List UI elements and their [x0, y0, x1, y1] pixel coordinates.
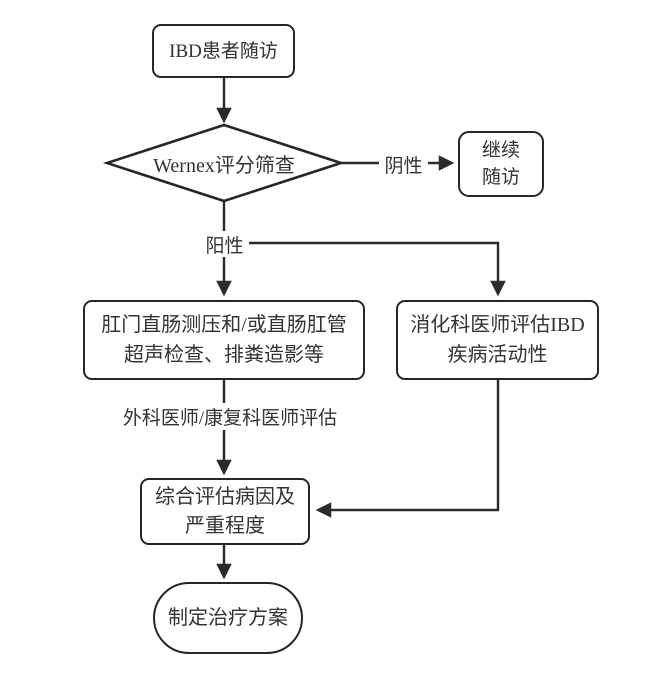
node-continue-followup-line1: 继续	[481, 140, 520, 161]
node-comprehensive: 综合评估病因及 严重程度	[140, 478, 310, 545]
node-right-assess: 消化科医师评估IBD 疾病活动性	[396, 300, 599, 380]
node-start-label: IBD患者随访	[169, 40, 278, 62]
edge-label-surgeon-eval: 外科医师/康复科医师评估	[114, 403, 346, 430]
edge-decision-to-right-assess	[224, 241, 506, 297]
node-left-exam-line2: 超声检查、排粪造影等	[124, 344, 324, 366]
node-comprehensive-line2: 严重程度	[185, 514, 265, 537]
node-left-exam-line1: 肛门直肠测压和/或直肠肛管	[101, 314, 347, 336]
edge-right-assess-to-comprehensive	[315, 380, 500, 518]
decision-diamond-shape	[102, 123, 346, 203]
edge-label-negative: 阴性	[379, 151, 428, 177]
node-treatment-label: 制定治疗方案	[168, 606, 288, 629]
node-right-assess-line2: 疾病活动性	[447, 344, 548, 366]
node-start: IBD患者随访	[152, 24, 295, 78]
node-treatment: 制定治疗方案	[153, 582, 303, 654]
node-right-assess-line1: 消化科医师评估IBD	[410, 314, 585, 336]
node-left-exam: 肛门直肠测压和/或直肠肛管 超声检查、排粪造影等	[83, 300, 365, 380]
node-continue-followup-line2: 随访	[481, 167, 520, 188]
edge-label-positive: 阳性	[200, 231, 249, 257]
node-decision-label: Wernex评分筛查	[153, 154, 295, 177]
node-comprehensive-line1: 综合评估病因及	[155, 485, 295, 508]
node-continue-followup: 继续 随访	[458, 131, 544, 197]
